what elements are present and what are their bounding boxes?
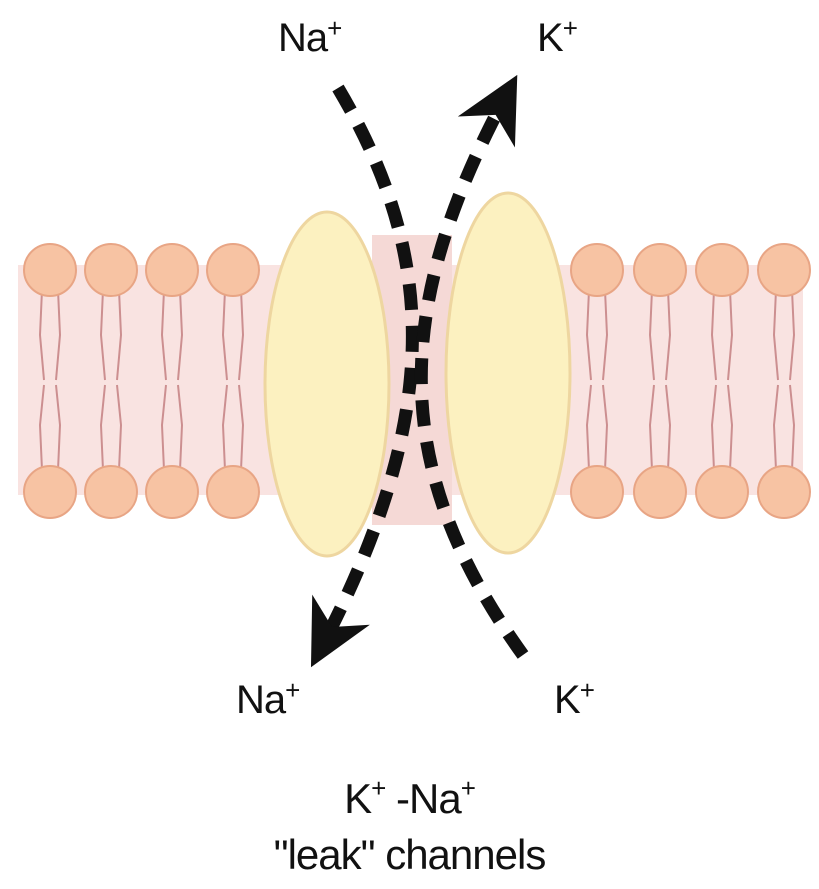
caption-ions: K+ -Na+ — [0, 778, 819, 820]
label-na-bottom: Na+ — [236, 680, 299, 720]
label-k-top: K+ — [537, 18, 577, 58]
caption-leak-channels: "leak" channels — [0, 834, 819, 876]
label-k-bottom: K+ — [554, 680, 594, 720]
channel-protein-left — [265, 212, 389, 556]
label-na-top: Na+ — [278, 18, 341, 58]
channel-protein-right — [446, 193, 570, 553]
